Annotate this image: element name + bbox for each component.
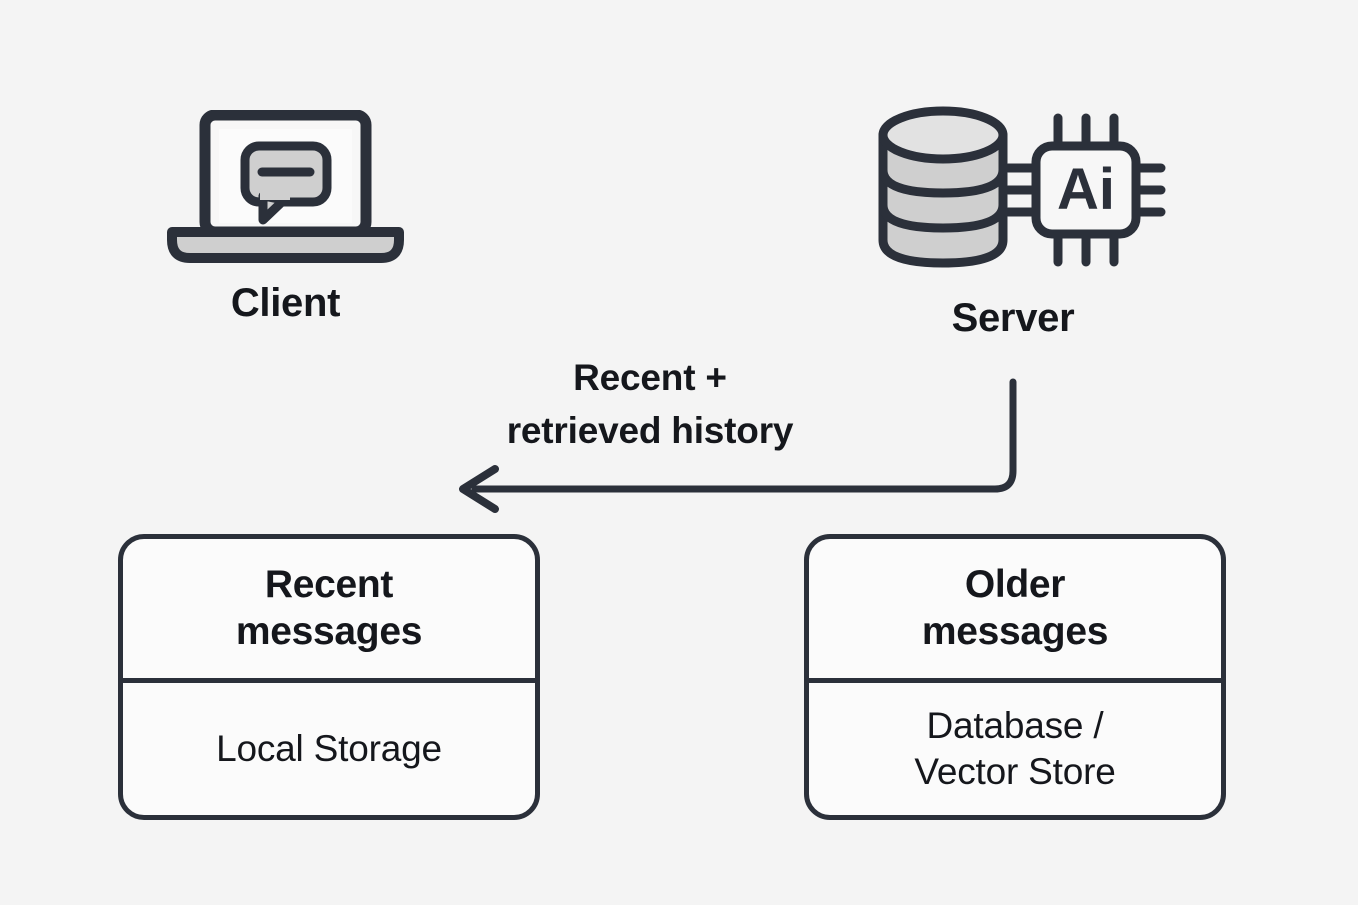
older-messages-body: Database / Vector Store: [809, 683, 1221, 815]
older-messages-header: Older messages: [809, 539, 1221, 683]
recent-messages-header-line-1: Recent: [264, 562, 394, 606]
server-node: Ai Server: [848, 100, 1178, 338]
recent-messages-box[interactable]: Recent messages Local Storage: [118, 534, 540, 820]
arrow-caption-line-2: retrieved history: [506, 409, 794, 451]
laptop-chat-icon: [167, 110, 404, 263]
client-node: Client: [148, 110, 423, 323]
arrow-caption-line-1: Recent +: [573, 357, 727, 398]
recent-messages-body: Local Storage: [123, 683, 535, 815]
arrow-caption: Recent + retrieved history: [440, 352, 860, 457]
recent-messages-header-line-2: messages: [235, 609, 423, 653]
client-label: Client: [230, 281, 341, 325]
database-ai-chip-icon: Ai: [878, 106, 1166, 268]
older-messages-body-line-2: Vector Store: [914, 751, 1116, 792]
server-to-client-arrow: [459, 378, 1017, 513]
recent-messages-body-line-1: Local Storage: [216, 727, 442, 769]
server-label: Server: [951, 296, 1075, 340]
older-messages-header-line-2: messages: [921, 609, 1109, 653]
older-messages-body-line-1: Database /: [926, 704, 1104, 746]
older-messages-header-line-1: Older: [964, 562, 1066, 606]
recent-messages-header: Recent messages: [123, 539, 535, 683]
older-messages-box[interactable]: Older messages Database / Vector Store: [804, 534, 1226, 820]
chip-label: Ai: [1057, 157, 1115, 222]
